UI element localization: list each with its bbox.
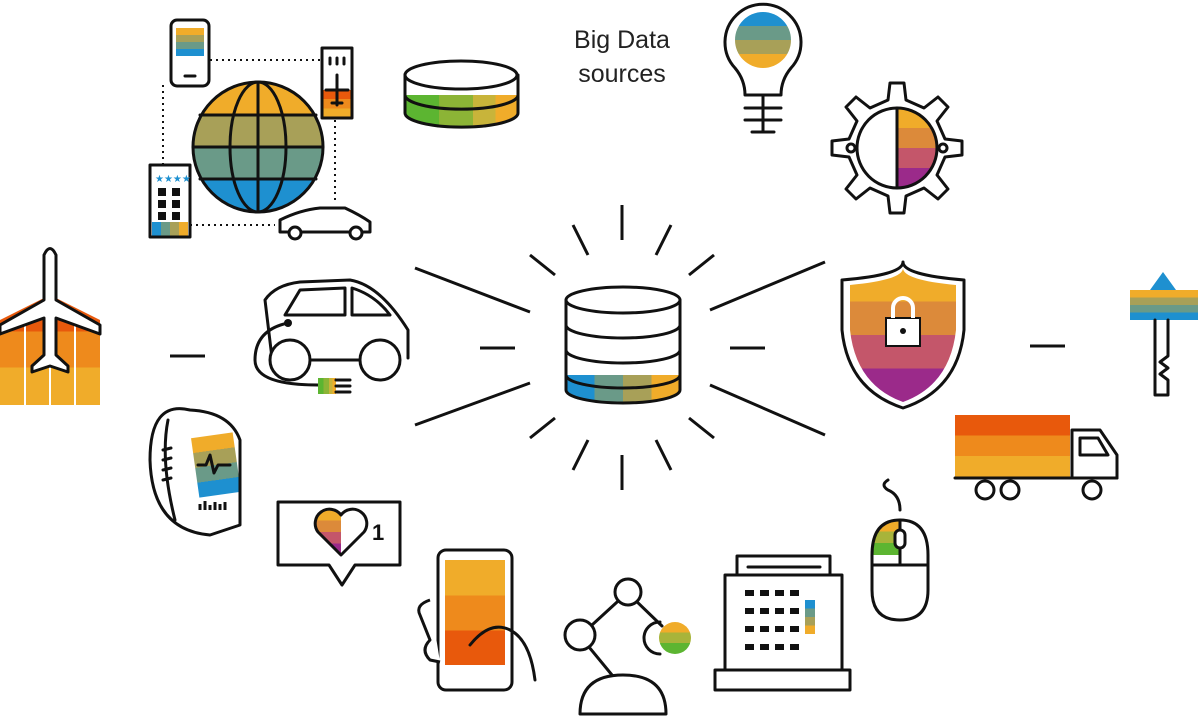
- hotel-building-icon: ★★★★: [148, 163, 192, 239]
- car-small-icon: [278, 206, 372, 241]
- delivery-truck-icon: [953, 415, 1119, 501]
- computer-mouse-icon: [870, 478, 930, 622]
- social-like-bubble-icon: 1: [276, 500, 402, 587]
- connector-lines: [170, 260, 1065, 437]
- key-icon: [1130, 272, 1198, 397]
- title-line-1: Big Data: [574, 26, 670, 54]
- airplane-cargo-icon: [0, 247, 102, 405]
- lightbulb-icon: [723, 2, 803, 134]
- fitness-wristband-icon: [148, 407, 242, 537]
- storage-disk-icon: [403, 59, 520, 129]
- smartphone-touch-icon: [417, 548, 537, 692]
- airport-tower-icon: [320, 46, 354, 120]
- security-shield-icon: [840, 260, 966, 410]
- like-count: 1: [372, 520, 384, 545]
- robotic-arm-icon: [563, 577, 691, 716]
- cash-register-icon: [713, 554, 852, 692]
- title-line-2: sources: [578, 60, 666, 88]
- diagram-title: Big Data sources: [574, 26, 670, 88]
- connected-globe-icon: [162, 59, 336, 226]
- central-database-icon: [529, 205, 715, 490]
- smartphone-small-icon: [169, 18, 211, 88]
- svg-text:★★★★: ★★★★: [155, 174, 191, 185]
- electric-car-icon: [253, 278, 410, 394]
- gear-settings-icon: [830, 81, 964, 215]
